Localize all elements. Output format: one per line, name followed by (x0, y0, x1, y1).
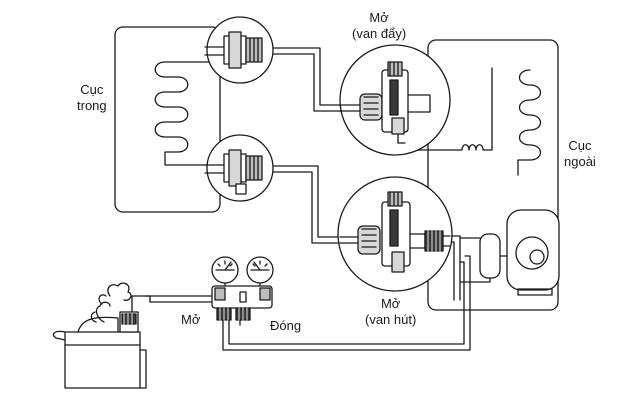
compressor-body (506, 209, 560, 291)
indoor-flare-joint-bottom (204, 134, 274, 202)
suction-valve-label-line1: Mở (380, 296, 401, 311)
refrigerant-tank (52, 311, 147, 389)
suction-valve-label: Mở (van hút) (365, 296, 416, 328)
discharge-valve-label: Mở (van đẩy) (352, 10, 406, 42)
indoor-unit-box (114, 26, 221, 213)
gauge-manifold (211, 256, 274, 321)
indoor-coil-icon (154, 61, 213, 166)
indoor-unit-label-line2: trong (77, 98, 107, 113)
indoor-flare-joint-top (204, 16, 274, 84)
manifold-open-label: Mở (181, 312, 201, 327)
capillary-coil-icon (434, 144, 493, 151)
suction-valve-label-line2: (van hút) (365, 312, 417, 327)
manifold-closed-label: Đóng (270, 318, 302, 333)
indoor-unit-label: Cục trong (77, 82, 107, 114)
discharge-valve-label-line2: (van đẩy) (352, 26, 407, 41)
vapor-puff-icon (90, 282, 132, 323)
outdoor-unit-label-line2: ngoài (564, 154, 596, 169)
outdoor-coil-icon (491, 67, 542, 176)
outdoor-unit-label: Cục ngoài (564, 138, 596, 170)
service-port-nut (424, 230, 444, 252)
suction-valve-detail (337, 176, 453, 292)
tank-body (64, 331, 141, 389)
compressor-foot (517, 288, 553, 296)
indoor-unit-label-line1: Cục (80, 82, 104, 97)
discharge-valve-label-line1: Mở (369, 10, 389, 25)
compressor-motor-icon (515, 236, 549, 270)
outdoor-unit-label-line1: Cục (568, 138, 592, 153)
discharge-valve-detail (339, 44, 451, 156)
accumulator (479, 233, 501, 279)
